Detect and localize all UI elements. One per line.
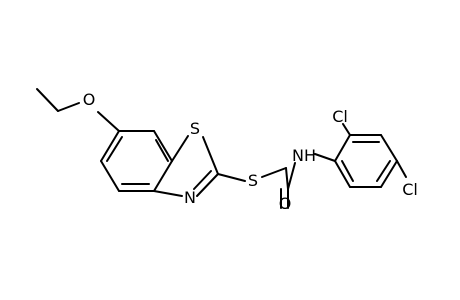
atom-s-ring: S [190, 119, 200, 138]
bond-c4-cl-para [396, 160, 407, 178]
bond-ethyl-ch3-ch2 [36, 88, 59, 112]
atom-s-thio: S [248, 171, 258, 190]
bond-ph-inner-3 [341, 160, 354, 182]
bond-ch2-c-carbonyl [285, 167, 289, 190]
bond-n-c3a [153, 190, 183, 197]
atom-nh-amide: NH [292, 146, 316, 165]
bond-ph-c3-c4 [380, 134, 398, 162]
bond-ring-c5-c6 [100, 130, 120, 162]
bond-ring-inner-1 [155, 139, 169, 162]
bond-ethyl-ch2-o [57, 102, 80, 112]
bond-nh-aryl [314, 153, 336, 162]
atom-o-ether: O [83, 90, 96, 109]
bond-ring-c7-c7a [153, 130, 173, 162]
atom-labels: O S N S NH O Cl Cl [83, 90, 418, 213]
bond-ring-c4-c5 [100, 160, 120, 192]
bond-c-nh [287, 162, 296, 190]
bond-c2-s-thio [217, 173, 246, 182]
bond-c2-cl-ortho [342, 123, 351, 136]
bonds [36, 88, 407, 209]
bond-ring-inner-3 [106, 136, 123, 162]
atom-n-ring: N [184, 188, 196, 207]
bond-c7a-s [171, 135, 189, 162]
bond-s-thio-ch2 [261, 167, 287, 178]
bond-s-c2 [202, 136, 219, 175]
bond-o-aryl [97, 111, 120, 132]
atom-cl-ortho: Cl [332, 107, 348, 126]
bond-ph-c6-c1 [334, 160, 351, 188]
bond-ph-c1-c2 [334, 134, 351, 162]
bond-ph-c4-c5 [380, 160, 398, 188]
atom-o-carbonyl: O [279, 194, 292, 213]
bond-c2-n-double [193, 170, 212, 190]
bond-ring-c7a-c3a [153, 160, 173, 192]
bond-ph-inner-2 [376, 160, 391, 182]
atom-cl-para: Cl [402, 180, 418, 199]
bond-c2-n [196, 173, 219, 197]
